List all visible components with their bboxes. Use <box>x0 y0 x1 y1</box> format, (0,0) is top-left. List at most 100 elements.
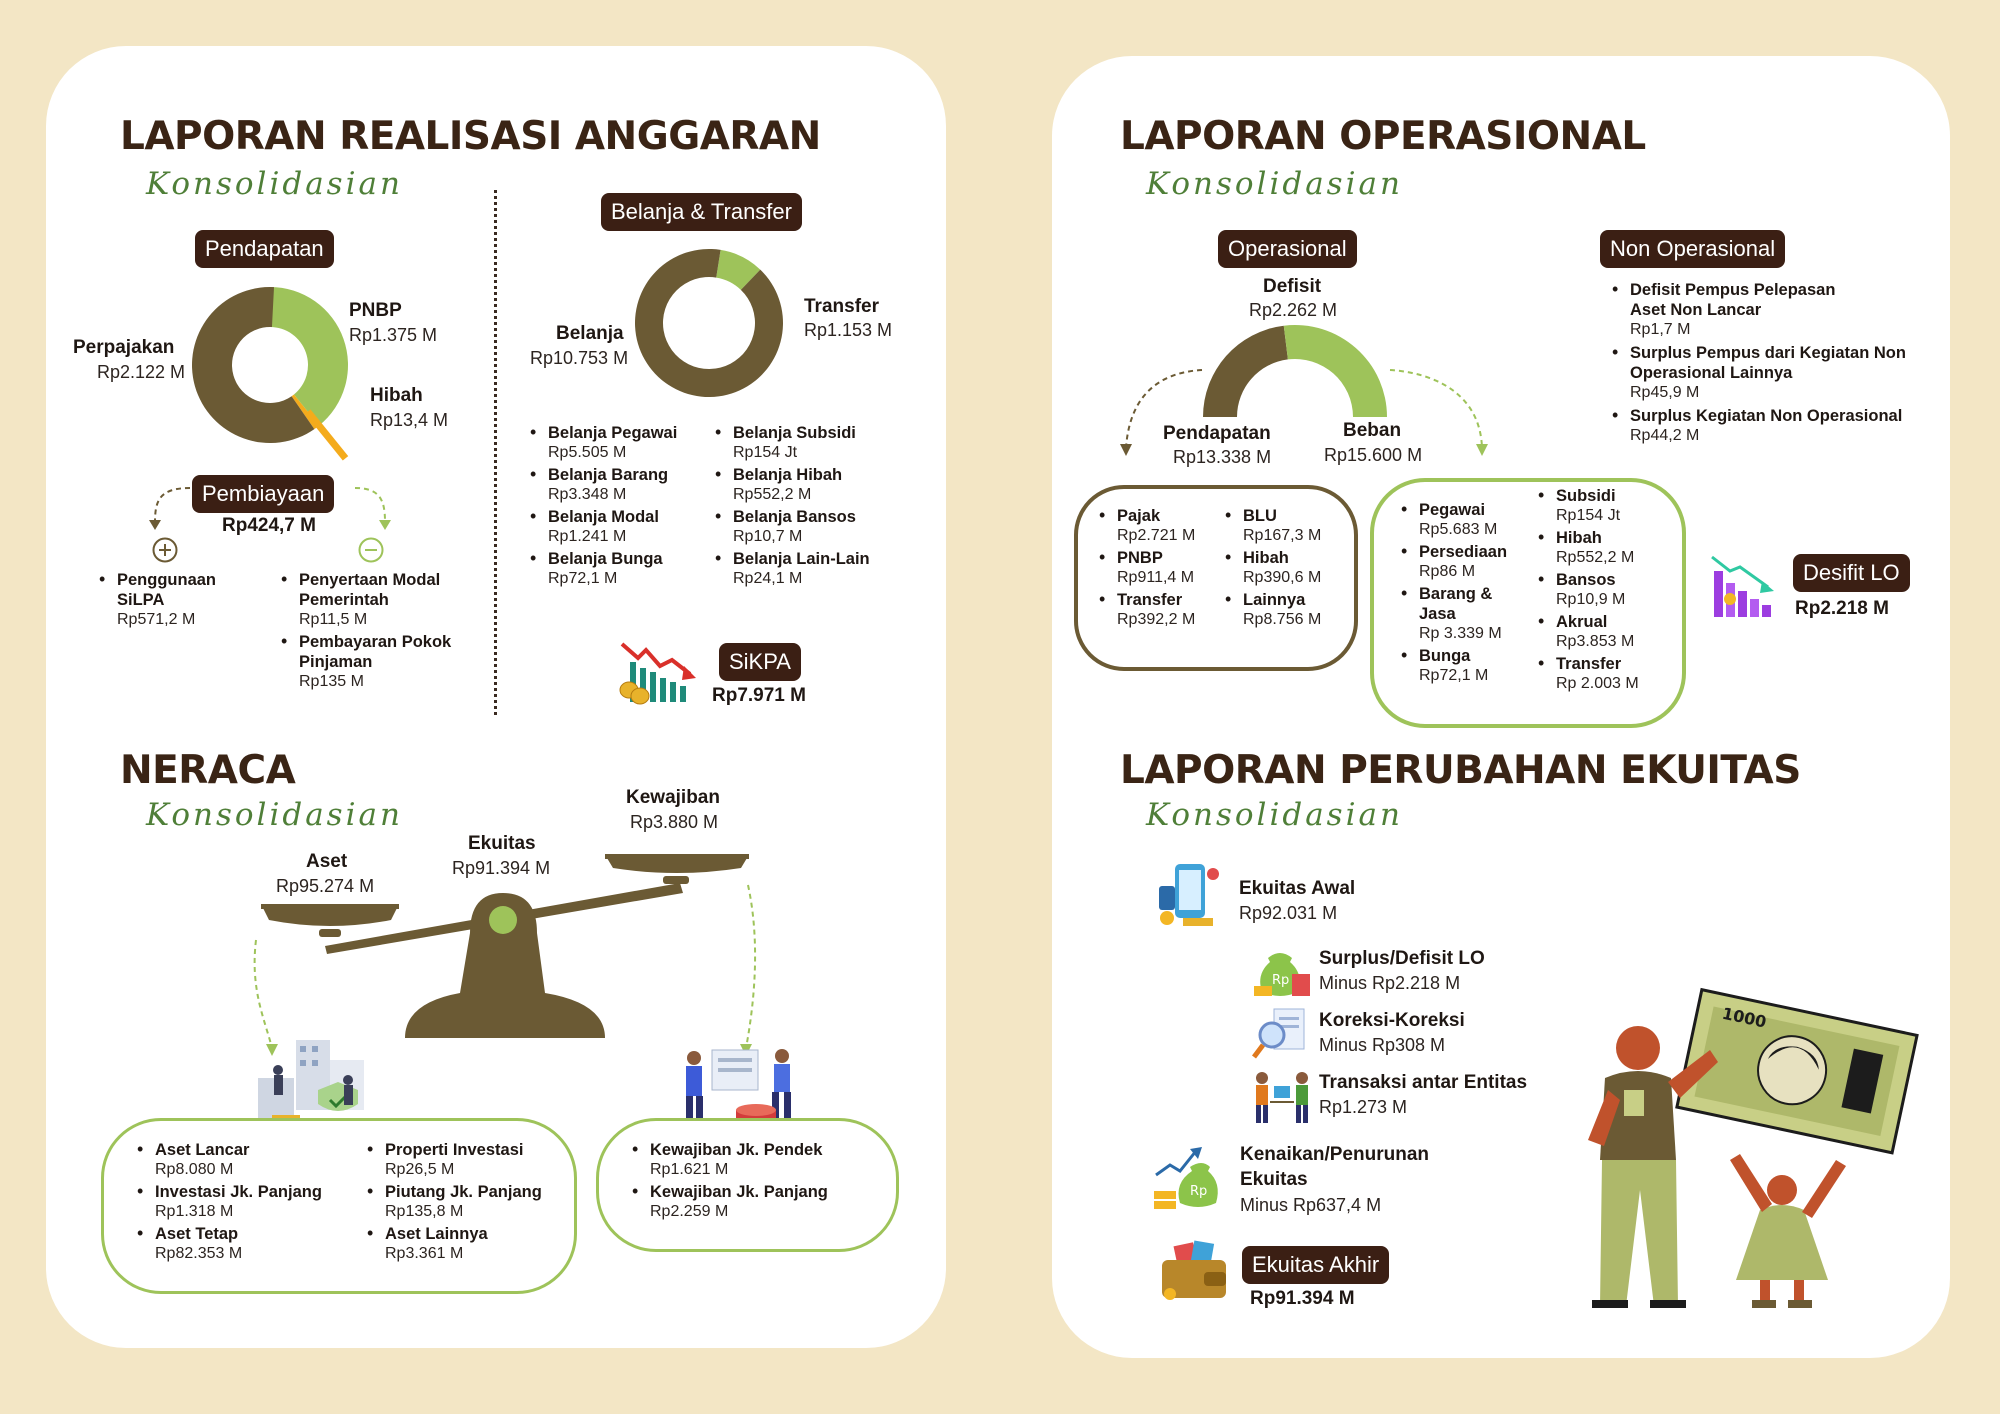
pnbp-label: PNBP <box>349 300 402 321</box>
perpajakan-label: Perpajakan <box>73 337 175 358</box>
svg-text:Rp: Rp <box>1190 1184 1207 1199</box>
non-operasional-pill: Non Operasional <box>1600 230 1786 268</box>
plus-circle-icon <box>152 537 178 563</box>
lo-subtitle: Konsolidasian <box>1146 166 1403 202</box>
money-bag-icon: Rp <box>1254 953 1310 996</box>
transfer-slice <box>716 249 761 290</box>
pnbp-slice <box>270 287 348 426</box>
lpe-subtitle: Konsolidasian <box>1146 797 1403 833</box>
growth-money-bag-icon: Rp <box>1154 1147 1218 1209</box>
lo-pendapatan-value: Rp13.338 M <box>1173 447 1272 467</box>
pembiayaan-pill: Pembiayaan <box>192 475 335 513</box>
hibah-pointer <box>305 409 349 461</box>
kewajiban-value: Rp3.880 M <box>630 812 719 832</box>
ekuitas-akhir-pill: Ekuitas Akhir <box>1242 1246 1390 1284</box>
defisit-lo-value: Rp2.218 M <box>1795 598 1889 619</box>
belanja-transfer-donut-chart <box>635 249 783 397</box>
beban-value: Rp15.600 M <box>1324 445 1423 465</box>
sikpa-value: Rp7.971 M <box>712 685 806 706</box>
declining-bar-chart-icon <box>1711 555 1774 617</box>
sikpa-pill: SiKPA <box>719 643 801 681</box>
aset-value: Rp95.274 M <box>276 876 375 896</box>
operasional-half-donut-chart <box>1203 325 1387 417</box>
lo-title: LAPORAN OPERASIONAL <box>1120 114 1646 159</box>
wallet-icon <box>1162 1240 1226 1300</box>
transfer-value: Rp1.153 M <box>804 320 893 340</box>
koreksi-value: Minus Rp308 M <box>1319 1035 1446 1055</box>
perpajakan-value: Rp2.122 M <box>97 362 186 382</box>
pendapatan-pill: Pendapatan <box>195 230 334 268</box>
belanja-slice <box>635 249 783 397</box>
neraca-subtitle: Konsolidasian <box>146 797 403 833</box>
hibah-value: Rp13,4 M <box>370 410 449 430</box>
operasional-pill: Operasional <box>1218 230 1357 268</box>
ekuitas-awal-label: Ekuitas Awal <box>1239 878 1356 899</box>
non-operasional-list: Defisit Pempus Pelepasan Aset Non Lancar… <box>1610 279 1940 448</box>
lra-subtitle: Konsolidasian <box>146 166 403 202</box>
belanja-transfer-pill: Belanja & Transfer <box>601 193 802 231</box>
aset-label: Aset <box>306 851 348 872</box>
ekuitas-akhir-value: Rp91.394 M <box>1250 1288 1355 1309</box>
list-item: Surplus Pempus dari Kegiatan Non Operasi… <box>1610 342 1940 403</box>
operasional-dashed-arrows <box>1120 369 1488 456</box>
hibah-label: Hibah <box>370 385 423 406</box>
surplus-defisit-lo-value: Minus Rp2.218 M <box>1319 973 1461 993</box>
phone-finance-icon <box>1159 864 1219 926</box>
koreksi-label: Koreksi-Koreksi <box>1319 1010 1465 1031</box>
pendapatan-donut-chart <box>192 287 349 461</box>
beban-label: Beban <box>1343 420 1402 441</box>
defisit-lo-pill: Desifit LO <box>1793 554 1910 592</box>
declining-chart-coins-icon <box>619 642 696 705</box>
vertical-dotted-divider <box>494 190 497 715</box>
pembiayaan-arrows <box>149 487 391 530</box>
balance-scale-illustration <box>261 854 749 1038</box>
transfer-label: Transfer <box>804 296 879 317</box>
transaksi-antar-entitas-value: Rp1.273 M <box>1319 1097 1408 1117</box>
lpe-title: LAPORAN PERUBAHAN EKUITAS <box>1120 748 1801 793</box>
defisit-label: Defisit <box>1263 276 1322 297</box>
pembiayaan-total: Rp424,7 M <box>222 515 316 536</box>
kenaikan-penurunan-value: Minus Rp637,4 M <box>1240 1195 1382 1215</box>
belanja-label: Belanja <box>556 323 624 344</box>
pnbp-value: Rp1.375 M <box>349 325 438 345</box>
